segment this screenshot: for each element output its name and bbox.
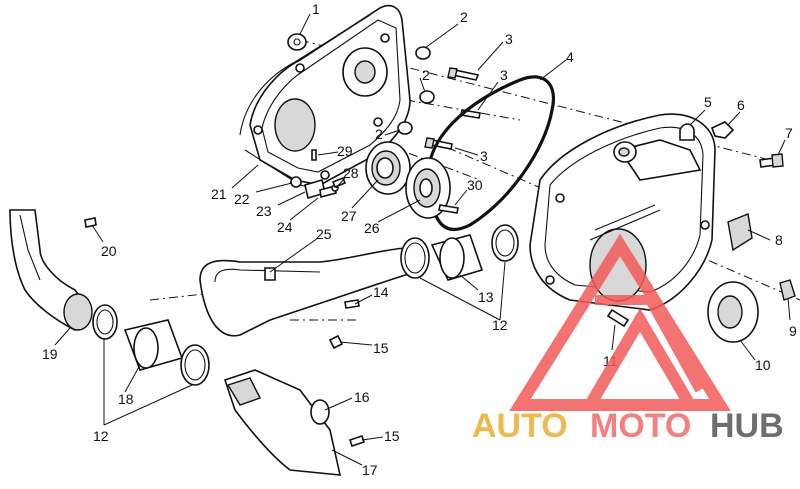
- callout-13: 13: [478, 289, 494, 305]
- callout-2: 2: [422, 67, 430, 83]
- callout-21: 21: [211, 186, 227, 202]
- callout-16: 16: [354, 389, 370, 405]
- callout-5: 5: [704, 94, 712, 110]
- callout-27: 27: [341, 208, 357, 224]
- leader-lines: [54, 13, 791, 466]
- watermark-text-hub: HUB: [710, 407, 784, 445]
- callout-1: 1: [312, 1, 320, 17]
- screw-part-7: [759, 153, 784, 168]
- callout-3: 3: [505, 31, 513, 47]
- decal-part-8: [727, 213, 753, 252]
- callout-30: 30: [467, 177, 483, 193]
- foam-part-9: [779, 279, 796, 301]
- callout-20: 20: [101, 243, 117, 259]
- bearing-part-26: [405, 157, 451, 219]
- drive-belt: [427, 75, 555, 232]
- washers-and-bolts: [397, 46, 481, 150]
- callout-7: 7: [785, 125, 793, 141]
- callout-4: 4: [566, 49, 574, 65]
- fasteners: [84, 217, 366, 448]
- clip-part-6: [710, 121, 735, 139]
- callout-17: 17: [362, 462, 378, 478]
- watermark-logo: [509, 233, 731, 411]
- inner-cover-plate: [249, 4, 411, 186]
- callout-3: 3: [480, 148, 488, 164]
- small-hardware: [290, 149, 347, 200]
- air-duct-upper: [199, 247, 417, 337]
- callout-28: 28: [343, 165, 359, 181]
- callout-14: 14: [373, 284, 389, 300]
- callout-25: 25: [316, 226, 332, 242]
- outer-clutch-cover: [529, 113, 716, 311]
- callout-10: 10: [755, 357, 771, 373]
- callout-6: 6: [737, 97, 745, 113]
- clamps-and-tube-top: [400, 224, 519, 281]
- callout-22: 22: [234, 191, 250, 207]
- callout-19: 19: [42, 346, 58, 362]
- screw-part-11: [606, 308, 630, 328]
- callout-23: 23: [256, 203, 272, 219]
- callout-15: 15: [373, 340, 389, 356]
- washer-part-1: [287, 33, 307, 51]
- air-duct-lower: [223, 369, 342, 476]
- callout-2: 2: [460, 9, 468, 25]
- clamps-and-tube-lower: [92, 304, 210, 386]
- filter-part-10: [707, 281, 759, 343]
- callout-15: 15: [384, 428, 400, 444]
- intake-duct-19: [9, 209, 93, 332]
- callout-12: 12: [492, 317, 508, 333]
- callout-12: 12: [93, 428, 109, 444]
- callout-24: 24: [277, 219, 293, 235]
- watermark-text-auto: AUTO: [472, 407, 568, 445]
- callout-26: 26: [364, 220, 380, 236]
- callout-29: 29: [337, 143, 353, 159]
- callout-3: 3: [500, 67, 508, 83]
- callout-18: 18: [118, 391, 134, 407]
- callout-2: 2: [375, 126, 383, 142]
- bolt-part-30: [438, 204, 459, 214]
- callout-8: 8: [775, 232, 783, 248]
- callout-9: 9: [789, 323, 797, 339]
- watermark-text-moto: MOTO: [590, 407, 691, 445]
